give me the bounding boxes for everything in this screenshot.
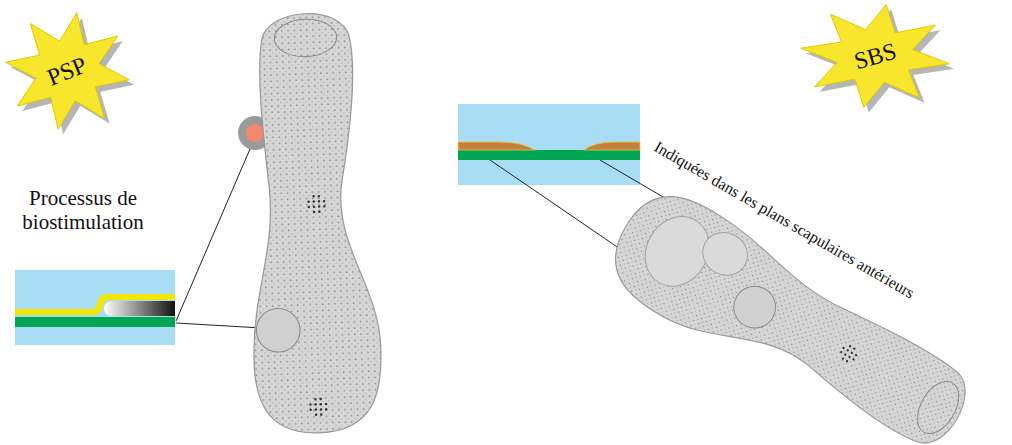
caption-text: Processus de biostimulation (8, 186, 158, 234)
starburst: SBS (800, 4, 950, 108)
insole-psp (242, 11, 384, 435)
cross-section-sbs (458, 104, 640, 185)
detail-core (246, 124, 264, 142)
cross-section-psp (15, 270, 175, 345)
starburst: PSP (5, 12, 130, 130)
leader-line (176, 149, 250, 321)
